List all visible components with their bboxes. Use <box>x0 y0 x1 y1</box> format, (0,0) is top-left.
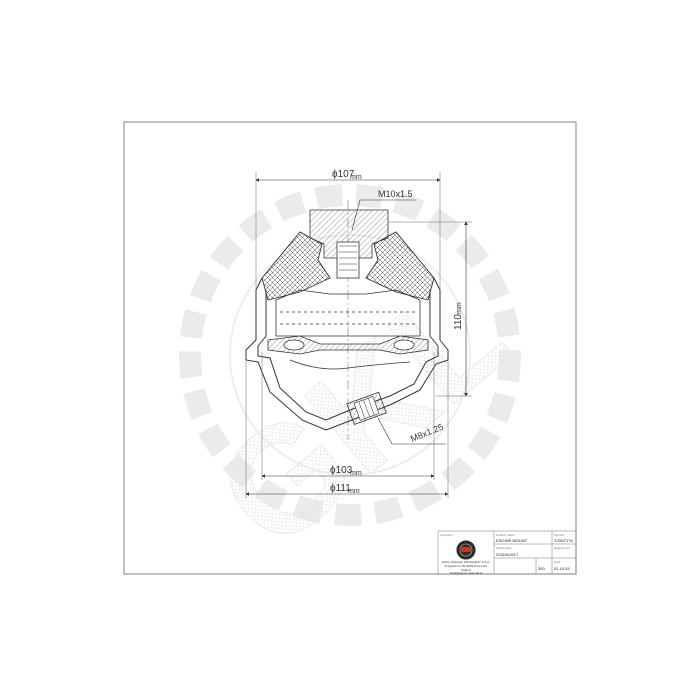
dim-height: 110 <box>453 314 464 330</box>
dim-base-outer-diameter: ϕ111 <box>330 483 351 494</box>
symbol-value: T00N7176 <box>554 538 573 543</box>
diagram-value: 300 <box>538 566 545 571</box>
dimension-lines <box>245 178 468 496</box>
dim-base-inner-diameter: ϕ103 <box>330 465 353 476</box>
oe-label: OE Number <box>496 546 512 550</box>
housing <box>245 277 449 431</box>
title-block <box>437 530 577 575</box>
company-contact: info@gggl.pl, www.gkl.pl <box>449 571 483 576</box>
date-label: Date <box>554 560 561 564</box>
product-value: ENGINE MOUNT <box>496 538 528 543</box>
top-stud <box>309 209 389 279</box>
company-seal <box>456 540 476 560</box>
oe-value: 2032402017 <box>496 552 519 557</box>
symbol-label: Symbol <box>554 533 565 537</box>
fluid-chamber <box>275 289 421 337</box>
dim-top-thread: M10x1.5 <box>378 189 413 199</box>
decoupler-plate <box>267 335 429 355</box>
company-address: Przyjaciel ul. 81-9039 Przemyśl, Poland <box>444 563 488 572</box>
diaphragm <box>289 359 411 370</box>
dim-top-unit: mm <box>350 174 362 181</box>
product-label: Product name <box>496 533 515 537</box>
date-value: 01.10.03 <box>554 566 570 571</box>
company-info: GGGL Wojciech Wilczkiewicz S.A.G. Przyja… <box>440 560 492 576</box>
rubber-body <box>261 231 435 301</box>
extension-lines <box>245 172 472 498</box>
bottom-bolt <box>346 391 387 426</box>
company-name: GGGL Wojciech Wilczkiewicz S.A.G. <box>441 560 491 564</box>
dim-base-inner-unit: mm <box>350 470 362 477</box>
dim-height-unit: mm <box>456 302 463 314</box>
dim-top-diameter: ϕ107 <box>332 169 355 180</box>
dim-base-outer-unit: mm <box>348 488 360 495</box>
drawing-frame <box>123 121 577 575</box>
diagram-label: Diagram No <box>554 546 571 550</box>
company-label: Company <box>440 533 453 537</box>
